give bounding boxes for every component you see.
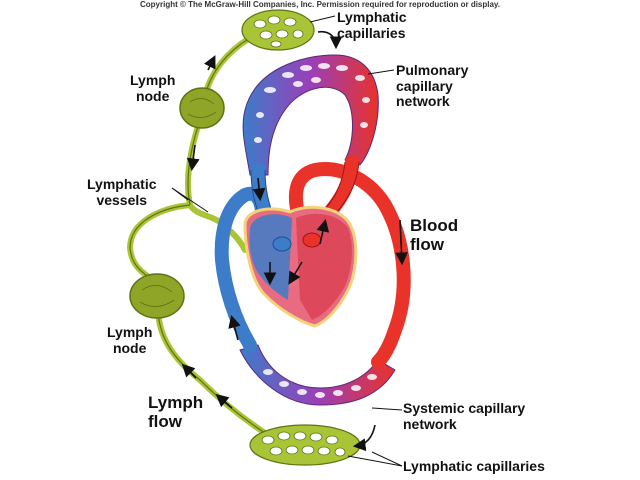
- label-lymph-flow: Lymph flow: [148, 393, 204, 432]
- label-lymphatic-capillaries-bottom: Lymphatic capillaries: [403, 458, 545, 474]
- label-pulmonary-capillary-network: Pulmonary capillary network: [396, 62, 469, 110]
- copyright-notice: Copyright © The McGraw-Hill Companies, I…: [139, 0, 501, 9]
- label-lymph-node-top: Lymph node: [130, 72, 176, 104]
- label-systemic-capillary-network: Systemic capillary network: [403, 400, 526, 432]
- label-lymph-node-bottom: Lymph node: [107, 324, 153, 356]
- lymphatic-capillaries-top: [241, 9, 315, 51]
- lymphatic-capillaries-bottom: [249, 424, 361, 466]
- flow-arrows: [181, 30, 408, 452]
- systemic-capillary-network: [239, 344, 396, 406]
- heart: [243, 205, 358, 328]
- lymph-node-top: [179, 87, 225, 129]
- lymph-node-bottom: [129, 273, 185, 319]
- pulmonary-capillary-network: [242, 54, 379, 176]
- label-blood-flow: Blood flow: [410, 216, 459, 255]
- leader-lines: [171, 15, 403, 467]
- arteries: [288, 155, 411, 369]
- label-lymphatic-capillaries-top: Lymphatic capillaries: [337, 9, 407, 41]
- label-lymphatic-vessels: Lymphatic vessels: [87, 176, 157, 208]
